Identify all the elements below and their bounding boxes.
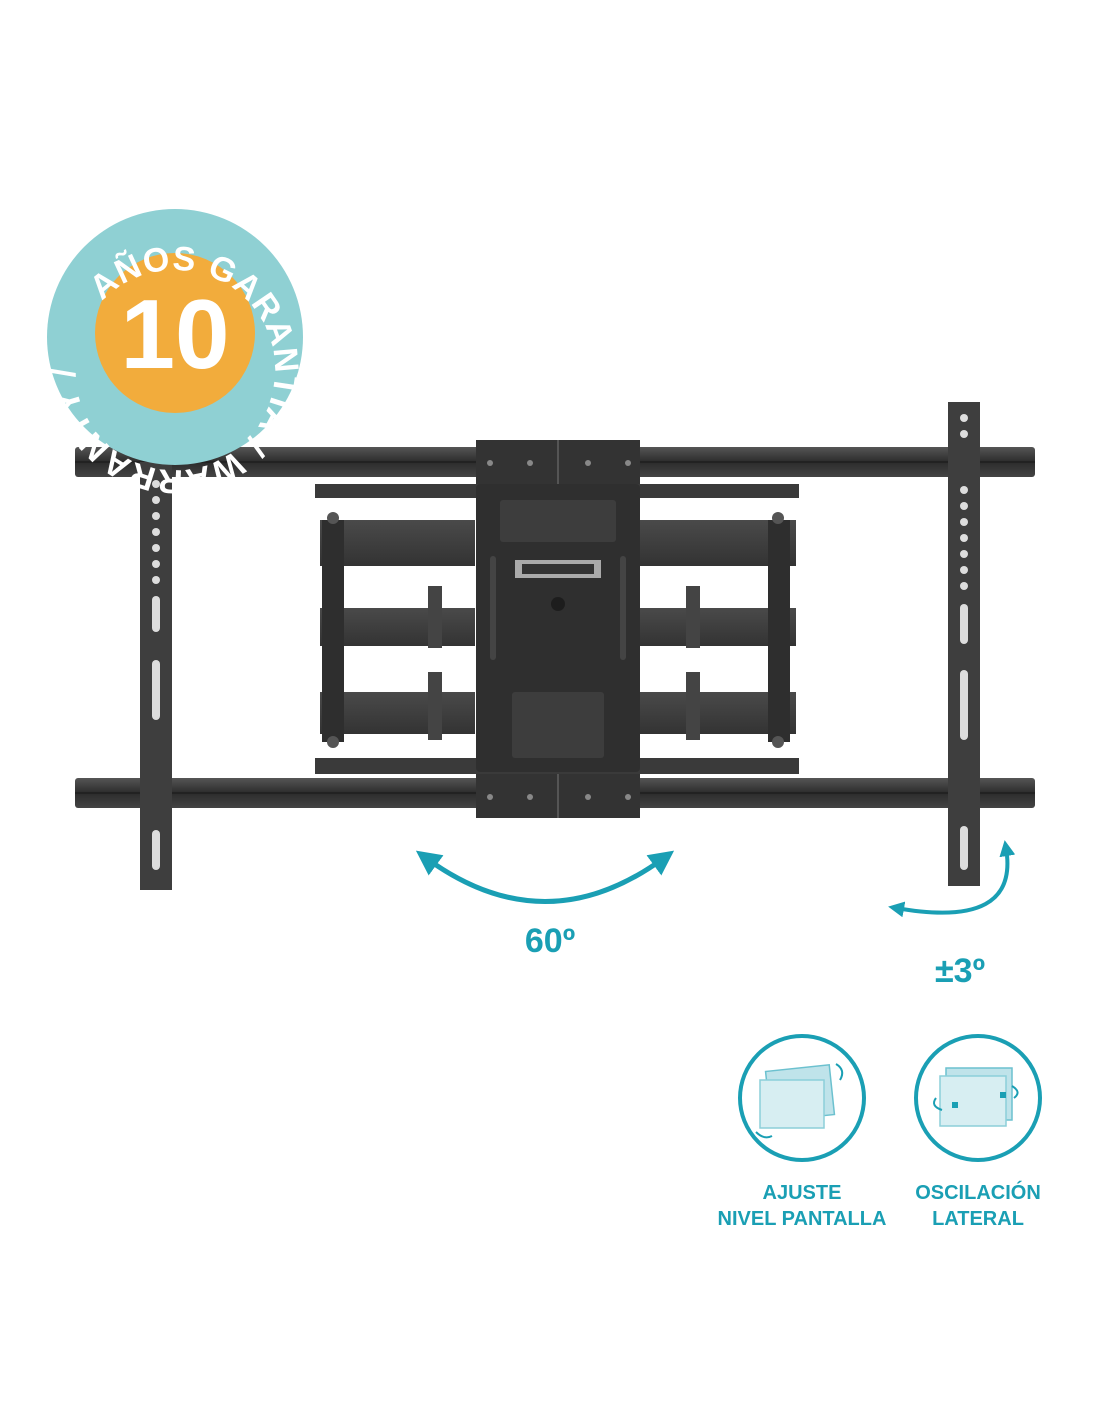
feature-label-line: LATERAL <box>932 1208 1024 1230</box>
tilt-arrow-icon <box>888 840 1016 918</box>
badge-center <box>95 253 255 413</box>
left-upper-arm <box>320 520 475 566</box>
warranty-badge: AÑOS GARANTÍA / WARRANTY / 10 <box>45 209 305 500</box>
swivel-angle-label: 60º <box>524 922 576 960</box>
feature-label-line: OSCILACIÓN <box>915 1182 1041 1204</box>
swivel-arrow-icon <box>415 850 675 904</box>
feature-label-line: AJUSTE <box>762 1182 842 1204</box>
badge-number: 10 <box>120 279 229 389</box>
tilt-angle-label: ±3º <box>935 952 985 990</box>
left-vesa-arm <box>140 462 172 890</box>
left-lower-arm <box>320 692 475 734</box>
lateral-shift-icon <box>914 1034 1042 1162</box>
right-vesa-arm <box>948 402 980 886</box>
feature-label-screen-level: AJUSTE NIVEL PANTALLA <box>692 1180 912 1232</box>
screen-level-icon <box>738 1034 866 1162</box>
feature-label-line: NIVEL PANTALLA <box>717 1208 887 1230</box>
feature-label-lateral-shift: OSCILACIÓN LATERAL <box>868 1180 1088 1232</box>
